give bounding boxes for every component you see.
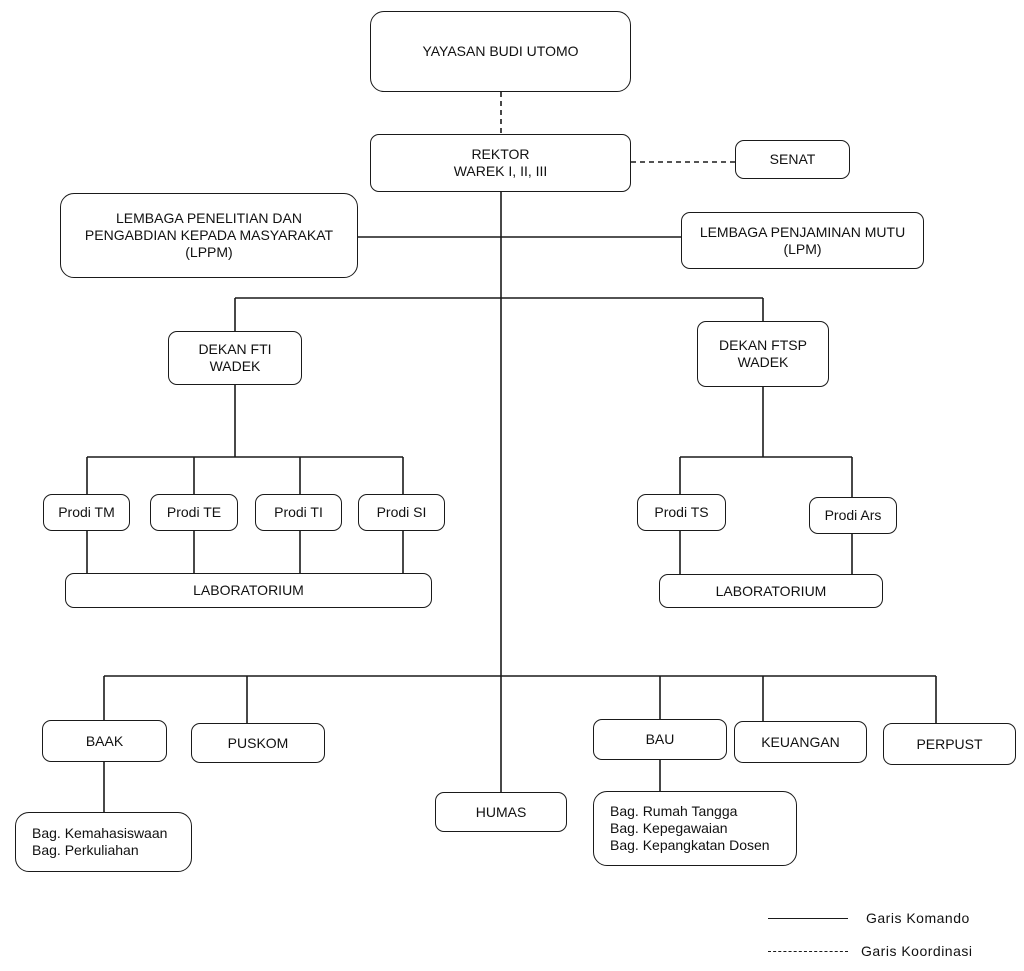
dekan-fti-box: DEKAN FTI WADEK <box>168 331 302 385</box>
perpust-box: PERPUST <box>883 723 1016 765</box>
prodi-si-box: Prodi SI <box>358 494 445 531</box>
prodi-ti-label: Prodi TI <box>274 504 323 520</box>
lppm-label-line-2: PENGABDIAN KEPADA MASYARAKAT <box>84 227 334 243</box>
laboratorium-fti-box: LABORATORIUM <box>65 573 432 608</box>
bau-box: BAU <box>593 719 727 760</box>
yayasan-box: YAYASAN BUDI UTOMO <box>370 11 631 92</box>
prodi-tm-label: Prodi TM <box>58 504 115 520</box>
prodi-ars-box: Prodi Ars <box>809 497 897 534</box>
prodi-te-label: Prodi TE <box>166 504 222 520</box>
dekan-ftsp-label: DEKAN FTSP <box>719 337 807 353</box>
warek-label: WAREK I, II, III <box>453 163 548 179</box>
bag-kepangkatan-dosen-label: Bag. Kepangkatan Dosen <box>610 837 770 853</box>
dekan-fti-label: DEKAN FTI <box>198 341 272 357</box>
wadek-fti-label: WADEK <box>209 358 261 374</box>
prodi-te-box: Prodi TE <box>150 494 238 531</box>
prodi-ts-box: Prodi TS <box>637 494 726 531</box>
perpust-label: PERPUST <box>916 735 983 752</box>
lppm-box: LEMBAGA PENELITIAN DAN PENGABDIAN KEPADA… <box>60 193 358 278</box>
senat-box: SENAT <box>735 140 850 179</box>
senat-label: SENAT <box>769 151 816 167</box>
bag-perkuliahan-label: Bag. Perkuliahan <box>32 842 139 858</box>
wadek-ftsp-label: WADEK <box>737 354 789 370</box>
bag-rumah-tangga-label: Bag. Rumah Tangga <box>610 803 738 819</box>
prodi-tm-box: Prodi TM <box>43 494 130 531</box>
legend-solid-line <box>768 918 848 919</box>
lpm-box: LEMBAGA PENJAMINAN MUTU (LPM) <box>681 212 924 269</box>
rektor-label: REKTOR <box>471 146 530 162</box>
prodi-ts-label: Prodi TS <box>654 504 709 520</box>
lpm-label-line-1: LEMBAGA PENJAMINAN MUTU <box>699 223 906 240</box>
keuangan-box: KEUANGAN <box>734 721 867 763</box>
laboratorium-fti-label: LABORATORIUM <box>193 582 304 598</box>
keuangan-label: KEUANGAN <box>761 733 840 750</box>
lpm-label-line-2: (LPM) <box>783 240 822 257</box>
dekan-ftsp-box: DEKAN FTSP WADEK <box>697 321 829 387</box>
rektor-box: REKTOR WAREK I, II, III <box>370 134 631 192</box>
legend-coordination-label: Garis Koordinasi <box>861 943 973 959</box>
yayasan-label: YAYASAN BUDI UTOMO <box>422 43 579 59</box>
legend-dashed-line <box>768 951 848 952</box>
humas-label: HUMAS <box>475 803 527 820</box>
puskom-box: PUSKOM <box>191 723 325 763</box>
lppm-label-line-1: LEMBAGA PENELITIAN DAN <box>116 210 302 226</box>
prodi-ti-box: Prodi TI <box>255 494 342 531</box>
puskom-label: PUSKOM <box>227 734 289 751</box>
baak-box: BAAK <box>42 720 167 762</box>
bau-label: BAU <box>645 731 675 747</box>
prodi-si-label: Prodi SI <box>376 504 427 520</box>
baak-label: BAAK <box>85 732 124 749</box>
baak-sub-box: Bag. Kemahasiswaan Bag. Perkuliahan <box>15 812 192 872</box>
laboratorium-ftsp-label: LABORATORIUM <box>715 582 827 599</box>
legend-command-label: Garis Komando <box>866 910 970 926</box>
bag-kemahasiswaan-label: Bag. Kemahasiswaan <box>32 825 168 841</box>
laboratorium-ftsp-box: LABORATORIUM <box>659 574 883 608</box>
bau-sub-box: Bag. Rumah Tangga Bag. Kepegawaian Bag. … <box>593 791 797 866</box>
humas-box: HUMAS <box>435 792 567 832</box>
bag-kepegawaian-label: Bag. Kepegawaian <box>610 820 728 836</box>
prodi-ars-label: Prodi Ars <box>824 507 882 523</box>
lppm-label-line-3: (LPPM) <box>185 244 233 260</box>
